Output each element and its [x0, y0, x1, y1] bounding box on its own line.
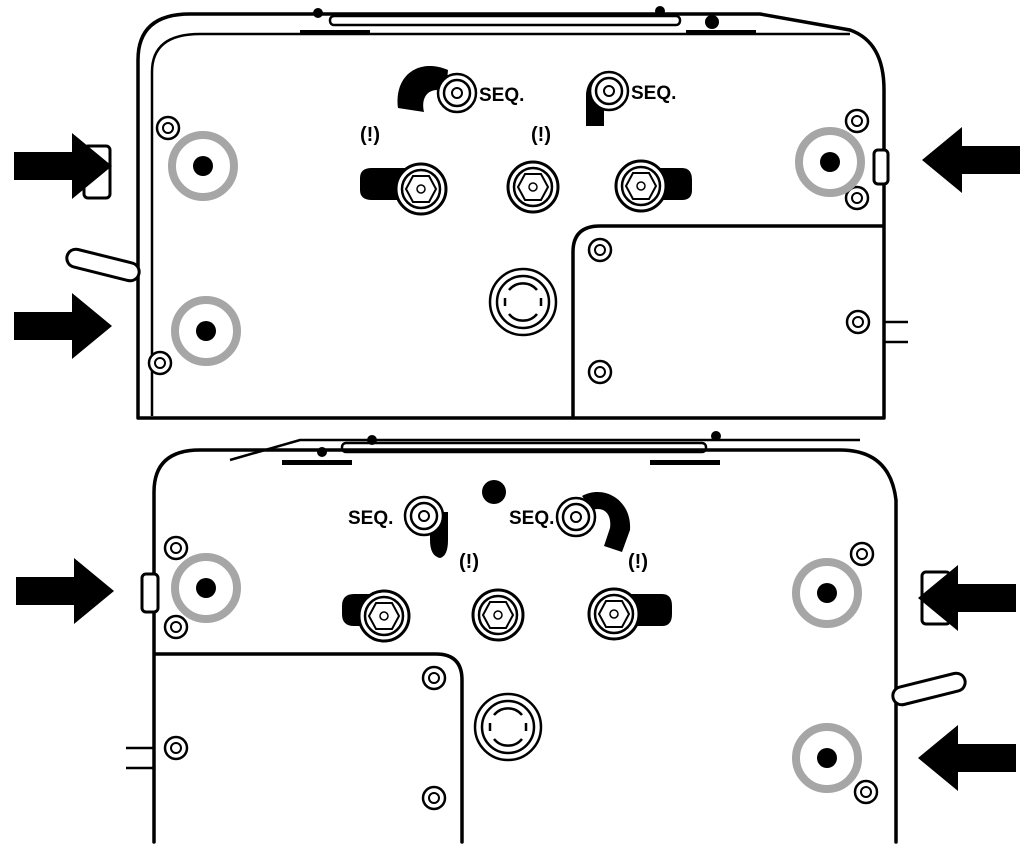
- screw-icon: [587, 359, 613, 385]
- top-unit-rail: [328, 14, 682, 27]
- screw-icon: [147, 350, 173, 376]
- top-unit-rail-clip-left: [300, 30, 370, 35]
- warning-label: (!): [459, 551, 479, 573]
- bottom-unit-rail-clip-left: [282, 460, 352, 465]
- mounting-point-icon: [799, 131, 861, 193]
- warning-label: (!): [628, 551, 648, 573]
- screw-icon: [421, 785, 447, 811]
- top-unit-rail-pin: [313, 8, 323, 18]
- seq-label: SEQ.: [631, 83, 676, 104]
- bottom-unit-cable-stub: [126, 746, 154, 770]
- top-unit-rail-pin: [705, 15, 719, 29]
- screw-icon: [163, 614, 189, 640]
- bottom-unit-sub-panel: [154, 652, 464, 844]
- screw-icon: [421, 665, 447, 691]
- top-unit-side-tab: [872, 148, 890, 186]
- screw-icon: [849, 541, 875, 567]
- bottom-unit-side-latch: [891, 671, 967, 707]
- arrow-left-icon: [918, 725, 1016, 791]
- bottom-unit-seq-cable: [582, 491, 631, 552]
- rf-connector-icon: [587, 587, 641, 641]
- mounting-point-icon: [175, 557, 237, 619]
- warning-label: (!): [531, 124, 551, 146]
- bottom-unit-side-tab: [140, 572, 160, 614]
- screw-icon: [155, 115, 181, 141]
- seq-label: SEQ.: [479, 85, 524, 106]
- screw-icon: [845, 309, 871, 335]
- bottom-unit-rail-clip-right: [650, 460, 720, 465]
- bottom-unit: SEQ. SEQ. (!) (!): [16, 431, 1016, 844]
- seq-label: SEQ.: [348, 508, 393, 529]
- mounting-point-icon: [796, 562, 858, 624]
- screw-icon: [853, 779, 879, 805]
- top-unit-sub-panel: [571, 224, 884, 418]
- vent-icon: [488, 267, 558, 337]
- bottom-unit-top-edge: [229, 438, 860, 462]
- seq-port-icon: [588, 70, 630, 112]
- rf-connector-icon: [471, 588, 525, 642]
- arrow-right-icon: [16, 558, 114, 624]
- warning-label: (!): [360, 124, 380, 146]
- top-unit-inner-edge: [150, 32, 850, 416]
- top-unit-side-latch: [65, 247, 141, 283]
- seq-port-icon: [555, 496, 597, 538]
- bottom-unit-housing: [152, 448, 898, 844]
- screw-icon: [587, 237, 613, 263]
- top-unit-rail-clip-right: [686, 30, 756, 35]
- arrow-left-icon: [922, 127, 1020, 193]
- mounting-point-icon: [796, 727, 858, 789]
- seq-port-icon: [436, 72, 478, 114]
- top-unit-seq-cable: [397, 66, 448, 112]
- top-unit-cable-stub: [884, 320, 908, 344]
- mounting-point-icon: [172, 135, 234, 197]
- vent-icon: [473, 692, 543, 762]
- top-unit: SEQ. SEQ. (!) (!): [14, 6, 1020, 420]
- rf-connector-icon: [506, 160, 560, 214]
- top-unit-rail-pin: [655, 6, 665, 16]
- screw-icon: [163, 735, 189, 761]
- rf-connector-icon: [394, 162, 448, 216]
- rf-connector-icon: [357, 589, 411, 643]
- rf-connector-icon: [614, 159, 668, 213]
- bottom-unit-indicator-dot: [482, 480, 506, 504]
- mounting-point-icon: [175, 300, 237, 362]
- bottom-unit-rail-pin: [367, 435, 377, 445]
- screw-icon: [163, 535, 189, 561]
- bottom-unit-rail: [340, 441, 708, 454]
- seq-label: SEQ.: [509, 508, 554, 529]
- bottom-unit-rail-pin: [711, 431, 721, 441]
- seq-port-icon: [403, 495, 445, 537]
- bottom-unit-rail-pin: [317, 447, 327, 457]
- screw-icon: [844, 108, 870, 134]
- arrow-right-icon: [14, 293, 112, 359]
- top-unit-housing: [136, 12, 886, 420]
